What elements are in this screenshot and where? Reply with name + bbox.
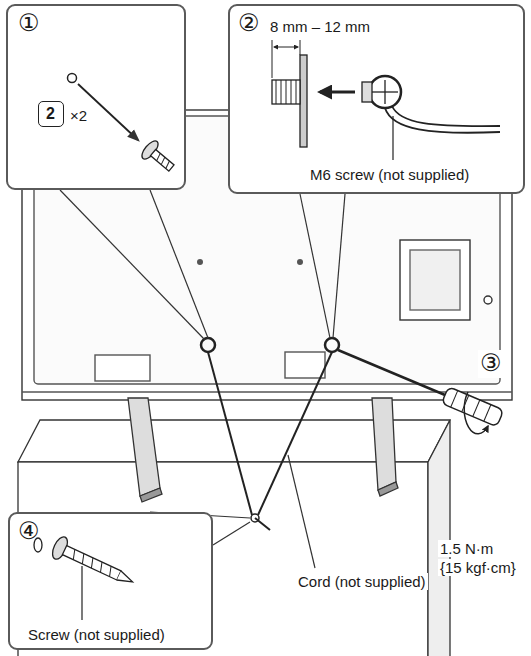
screwdriver <box>338 350 504 434</box>
callout-number: ① <box>18 10 40 38</box>
part-label: M6 screw (not supplied) <box>310 166 469 183</box>
callout-box: ④ Screw (not supplied) <box>8 512 213 650</box>
part-number: 2 <box>46 105 55 123</box>
table-screw-detail <box>34 535 138 620</box>
m6-screw-detail <box>272 40 500 160</box>
part-label: Cord (not supplied) <box>296 573 428 590</box>
callout-box: ① ×2 2 <box>6 4 186 190</box>
torque-value: {15 kgf·cm} <box>438 559 518 576</box>
screw-removal <box>68 74 179 177</box>
bracket-and-cord <box>201 338 339 530</box>
callout-box: ② 8 mm – 12 mm M6 screw (not supplied) <box>228 4 525 194</box>
quantity-text: ×2 <box>70 107 87 124</box>
part-icon: 2 <box>38 101 64 127</box>
callout-grounds <box>6 4 525 650</box>
stand-legs <box>128 398 398 502</box>
part-label: Screw (not supplied) <box>28 626 165 643</box>
dimension-text: 8 mm – 12 mm <box>270 18 370 35</box>
callout-number: ④ <box>18 518 40 546</box>
callout-number: ③ <box>478 350 504 378</box>
torque-value: 1.5 N·m <box>438 540 495 557</box>
callout-number: ② <box>238 10 260 38</box>
